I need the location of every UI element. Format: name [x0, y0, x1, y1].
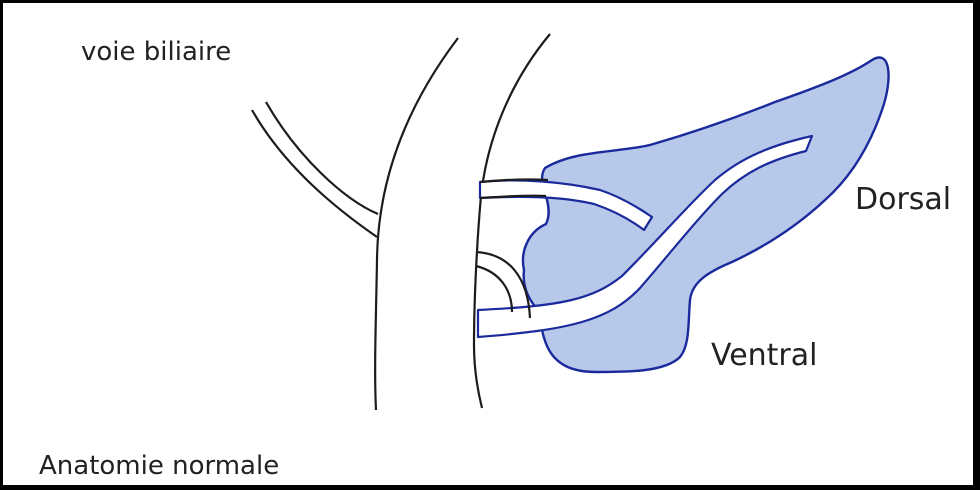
- ampulla-inner: [476, 266, 512, 312]
- anatomy-diagram: [3, 3, 973, 485]
- duodenum-left-wall: [375, 38, 458, 410]
- ventral-label: Ventral: [711, 341, 817, 371]
- diagram-caption: Anatomie normale: [39, 453, 279, 479]
- bile-duct-inner: [266, 102, 378, 214]
- diagram-panel: voie biliaire Dorsal Ventral Anatomie no…: [3, 3, 973, 485]
- pancreas-body: [523, 58, 889, 372]
- dorsal-label: Dorsal: [855, 185, 951, 215]
- bile-duct-label: voie biliaire: [81, 39, 231, 65]
- duodenum-right-wall: [474, 34, 550, 408]
- bile-duct-outer: [252, 110, 377, 237]
